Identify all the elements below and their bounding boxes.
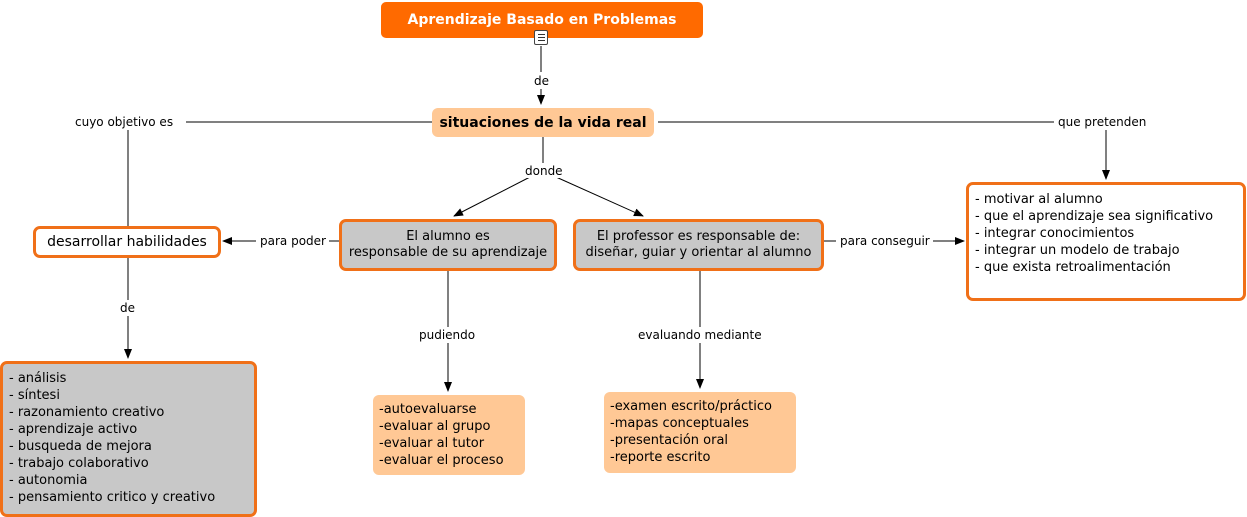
habilidades-list-node[interactable]: - análisis - síntesi - razonamiento crea…	[0, 361, 257, 517]
habilidades-node[interactable]: desarrollar habilidades	[33, 226, 221, 258]
evaluando-item-2: -mapas conceptuales	[610, 416, 749, 431]
objetivos-list-node[interactable]: - motivar al alumno - que el aprendizaje…	[966, 182, 1246, 301]
profesor-node[interactable]: El professor es responsable de: diseñar,…	[573, 219, 824, 271]
evaluando-list-node[interactable]: -examen escrito/práctico -mapas conceptu…	[604, 392, 796, 473]
label-de-left: de	[117, 301, 138, 315]
label-donde: donde	[522, 164, 566, 178]
title-text: Aprendizaje Basado en Problemas	[407, 12, 677, 28]
profesor-line-2: diseñar, guiar y orientar al alumno	[585, 245, 812, 260]
habilidad-item-7: - autonomia	[9, 473, 88, 488]
objetivo-item-5: - que exista retroalimentación	[975, 260, 1171, 275]
document-icon[interactable]	[534, 30, 548, 45]
label-que-pretenden: que pretenden	[1055, 115, 1150, 129]
pudiendo-list-node[interactable]: -autoevaluarse -evaluar al grupo -evalua…	[373, 395, 525, 475]
habilidad-item-5: - busqueda de mejora	[9, 439, 152, 454]
pudiendo-item-3: -evaluar al tutor	[379, 436, 485, 451]
habilidad-item-3: - razonamiento creativo	[9, 405, 165, 420]
label-pudiendo: pudiendo	[416, 328, 479, 342]
title-node[interactable]: Aprendizaje Basado en Problemas	[381, 2, 703, 38]
alumno-node[interactable]: El alumno es responsable de su aprendiza…	[339, 219, 557, 271]
objetivo-item-4: - integrar un modelo de trabajo	[975, 243, 1180, 258]
objetivo-item-3: - integrar conocimientos	[975, 226, 1135, 241]
pudiendo-item-1: -autoevaluarse	[379, 402, 477, 417]
pudiendo-item-4: -evaluar el proceso	[379, 453, 504, 468]
label-evaluando: evaluando mediante	[635, 328, 765, 342]
habilidad-item-8: - pensamiento critico y creativo	[9, 490, 216, 505]
label-de-top: de	[531, 74, 552, 88]
profesor-line-1: El professor es responsable de:	[596, 229, 801, 244]
objetivo-item-1: - motivar al alumno	[975, 192, 1103, 207]
situaciones-node[interactable]: situaciones de la vida real	[432, 108, 654, 137]
alumno-line-2: responsable de su aprendizaje	[348, 245, 548, 260]
objetivo-item-2: - que el aprendizaje sea significativo	[975, 209, 1214, 224]
label-para-conseguir: para conseguir	[837, 234, 933, 248]
habilidad-item-1: - análisis	[9, 371, 67, 386]
evaluando-item-1: -examen escrito/práctico	[610, 399, 772, 414]
pudiendo-item-2: -evaluar al grupo	[379, 419, 491, 434]
label-para-poder: para poder	[257, 234, 329, 248]
evaluando-item-3: -presentación oral	[610, 433, 729, 448]
evaluando-item-4: -reporte escrito	[610, 450, 711, 465]
label-cuyo-objetivo: cuyo objetivo es	[72, 115, 177, 129]
habilidades-text: desarrollar habilidades	[47, 234, 207, 250]
alumno-line-1: El alumno es	[406, 229, 490, 244]
situaciones-text: situaciones de la vida real	[439, 114, 647, 131]
habilidad-item-2: - síntesi	[9, 388, 60, 403]
habilidad-item-6: - trabajo colaborativo	[9, 456, 149, 471]
habilidad-item-4: - aprendizaje activo	[9, 422, 138, 437]
